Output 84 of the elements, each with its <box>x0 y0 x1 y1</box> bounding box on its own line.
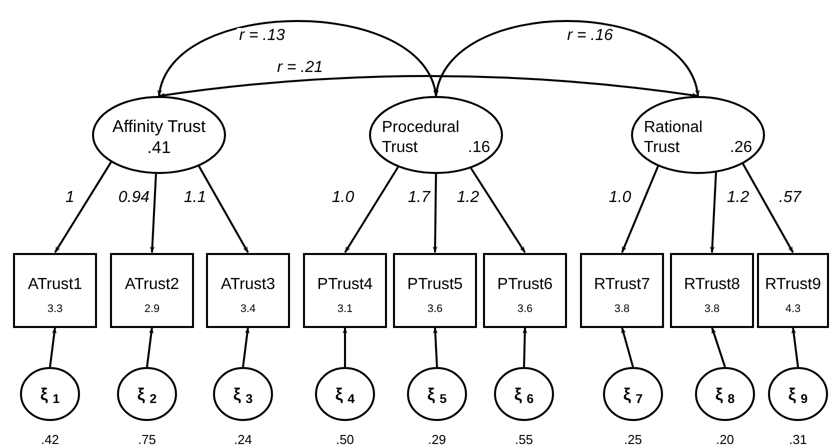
indicator-box <box>580 252 664 328</box>
indicator-box <box>13 252 97 328</box>
error-variance: .31 <box>788 433 808 446</box>
error-variance: .20 <box>716 433 734 446</box>
indicator-mean: 2.9 <box>144 303 160 317</box>
arrow <box>342 328 348 367</box>
indicator-box <box>303 252 387 328</box>
arrow <box>344 166 399 254</box>
latent-ellipse <box>631 96 765 174</box>
arrow <box>198 166 249 253</box>
error-circle <box>494 367 554 421</box>
arrow <box>49 327 57 368</box>
factor-name: Affinity Trust <box>112 116 206 137</box>
error-symbol: ξ $_{8}$ <box>715 386 735 402</box>
indicator-name: RTrust7 <box>594 275 650 296</box>
factor-variance: .41 <box>147 137 171 158</box>
arrow <box>742 163 794 253</box>
error-circle <box>768 367 828 421</box>
arrow <box>435 20 699 96</box>
error-variance: .42 <box>40 433 60 446</box>
arrow <box>54 162 112 254</box>
indicator-box <box>483 252 567 328</box>
indicator-box <box>110 252 194 328</box>
latent-ellipse <box>92 96 226 174</box>
arrow <box>621 166 659 253</box>
error-circle <box>695 367 755 421</box>
error-symbol: ξ $_{4}$ <box>335 386 355 402</box>
error-symbol: ξ $_{1}$ <box>40 386 60 402</box>
error-variance: .25 <box>624 433 642 446</box>
indicator-box <box>206 252 290 328</box>
arrow <box>710 172 717 253</box>
indicator-mean: 3.8 <box>614 303 630 317</box>
arrow <box>432 174 438 253</box>
indicator-box <box>757 252 829 328</box>
error-circle <box>603 367 663 421</box>
error-symbol: ξ $_{9}$ <box>788 386 808 402</box>
indicator-name: ATrust2 <box>124 275 180 296</box>
arrow <box>791 327 799 368</box>
error-variance: .55 <box>514 433 534 446</box>
arrow <box>470 168 526 254</box>
indicator-name: PTrust4 <box>317 275 373 296</box>
error-circle <box>315 367 375 421</box>
error-variance: .75 <box>138 433 156 446</box>
error-circle <box>213 367 273 421</box>
indicator-name: PTrust5 <box>407 275 463 296</box>
arrow <box>150 174 157 253</box>
error-symbol: ξ $_{6}$ <box>514 386 534 402</box>
error-variance: .24 <box>234 433 252 446</box>
factor-variance: .16 <box>468 138 490 158</box>
error-variance: .50 <box>336 433 354 446</box>
indicator-mean: 3.8 <box>704 303 720 317</box>
indicator-name: ATrust3 <box>220 275 276 296</box>
arrow <box>621 327 634 368</box>
error-symbol: ξ $_{7}$ <box>623 386 643 402</box>
arrow <box>711 327 726 368</box>
arrow <box>432 327 438 368</box>
indicator-mean: 4.3 <box>785 303 801 317</box>
indicator-box <box>393 252 477 328</box>
error-circle <box>407 367 467 421</box>
error-symbol: ξ $_{3}$ <box>233 386 253 402</box>
indicator-mean: 3.4 <box>240 303 256 317</box>
error-circle <box>117 367 177 421</box>
error-symbol: ξ $_{5}$ <box>427 386 447 402</box>
factor-variance: .26 <box>730 138 752 158</box>
arrow <box>146 327 154 368</box>
error-symbol: ξ $_{2}$ <box>137 386 157 402</box>
factor-name: Rational Trust <box>644 118 704 158</box>
indicator-name: RTrust8 <box>684 275 740 296</box>
indicator-mean: 3.3 <box>47 303 63 317</box>
arrow <box>158 75 698 98</box>
factor-name: Procedural Trust <box>382 118 460 158</box>
error-circle <box>20 367 80 421</box>
indicator-mean: 3.6 <box>517 303 533 317</box>
arrow <box>242 327 250 368</box>
indicator-name: PTrust6 <box>497 275 553 296</box>
error-variance: .29 <box>428 433 446 446</box>
indicator-mean: 3.6 <box>427 303 443 317</box>
arrow <box>158 20 437 96</box>
indicator-mean: 3.1 <box>337 303 353 317</box>
arrow <box>522 327 528 368</box>
indicator-box <box>670 252 754 328</box>
indicator-name: RTrust9 <box>764 275 821 296</box>
latent-ellipse <box>369 96 503 174</box>
indicator-name: ATrust1 <box>28 275 82 296</box>
